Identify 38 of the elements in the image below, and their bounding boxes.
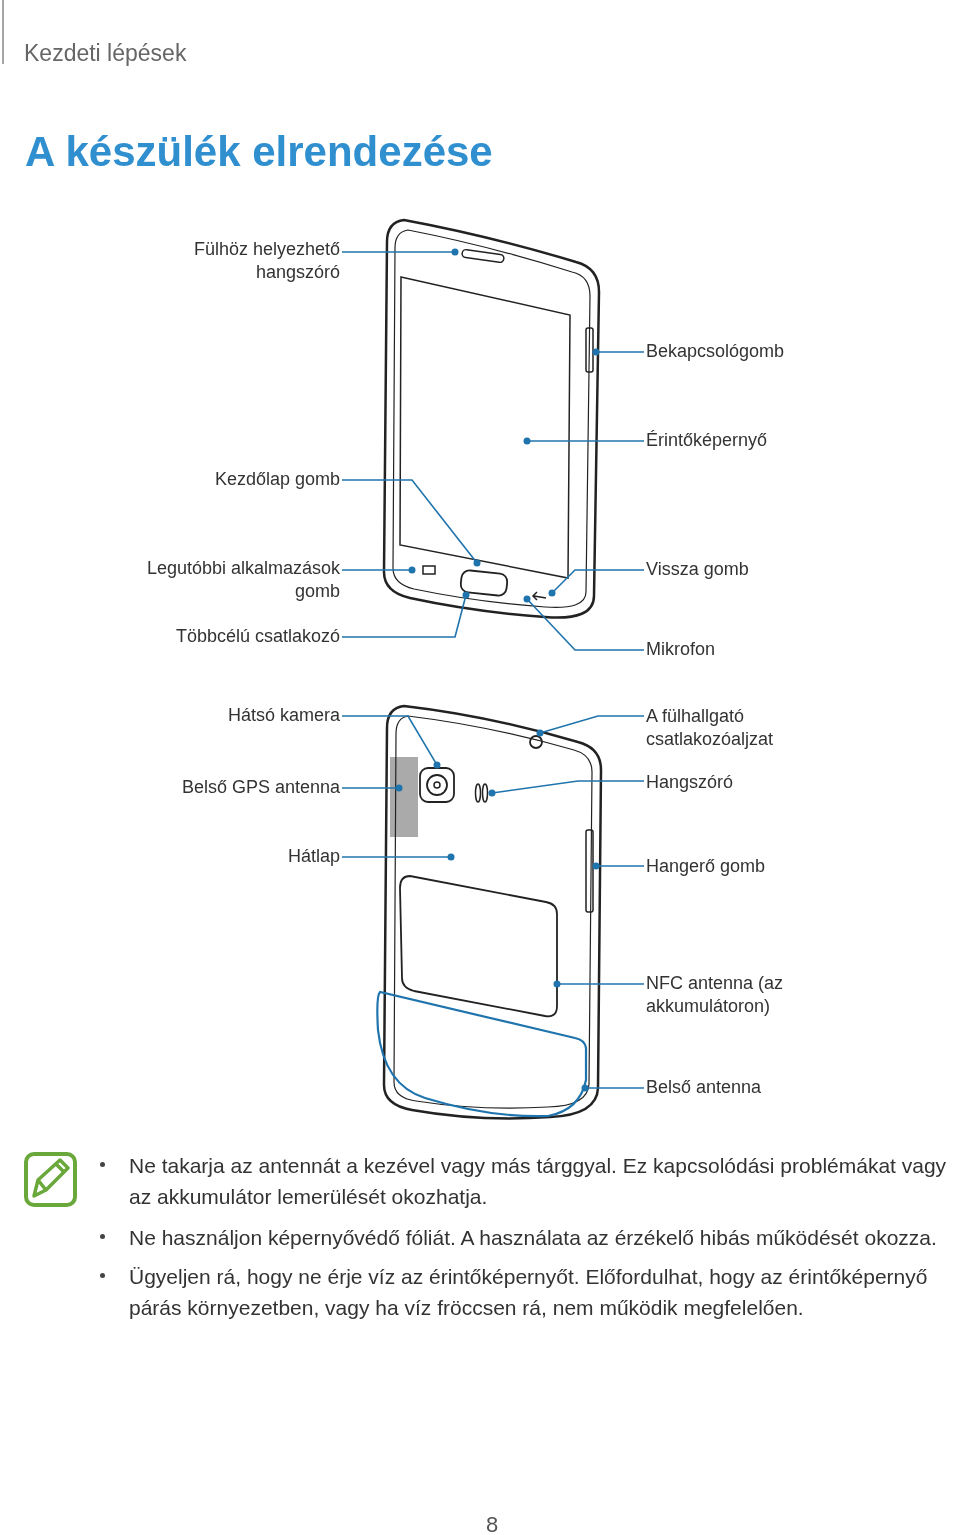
leader-line [592,862,645,870]
callout-label: Érintőképernyő [646,429,846,452]
callout-label: Hátlap [140,845,340,868]
note-text: Ne használjon képernyővédő fóliát. A használata az érzékelő hibás működését okozza. [129,1225,938,1251]
leader-line [553,980,645,988]
callout-label: Legutóbbi alkalmazások gomb [130,557,340,603]
callout-label: Belső GPS antenna [140,776,340,799]
leader-line [341,715,441,769]
callout-label: A fülhallgató csatlakozóaljzat [646,705,796,751]
leader-line [341,479,481,567]
leader-line [341,853,455,861]
leader-line [523,595,645,651]
leader-line [581,1084,645,1092]
leader-line [548,569,645,597]
leader-line [341,591,470,638]
callout-label: Hátsó kamera [140,704,340,727]
note-text: Ügyeljen rá, hogy ne érje víz az érintőképernyőt. Előfordulhat, hogy az érintőképernyő párás környezetben, vagy ha víz fröccsen rá, nem működik megfelelően. [129,1264,929,1321]
callout-label: Fülhöz helyezhető hangszóró [180,238,340,284]
running-header: Kezdeti lépések [24,40,187,67]
page-number: 8 [484,1512,500,1535]
callout-label: Kezdőlap gomb [140,468,340,491]
leader-line [536,715,645,737]
leader-line [488,780,645,797]
leader-line [341,784,403,792]
callout-label: Hangszóró [646,771,846,794]
callout-label: Belső antenna [646,1076,846,1099]
callout-label: Vissza gomb [646,558,846,581]
callout-label: Bekapcsológomb [646,340,846,363]
leader-line [341,566,416,574]
leader-line [592,348,645,356]
callout-label: Hangerő gomb [646,855,846,878]
callout-label: Mikrofon [646,638,846,661]
callout-label: NFC antenna (az akkumulátoron) [646,972,821,1018]
callout-label: Többcélú csatlakozó [120,625,340,648]
note-text: Ne takarja az antennát a kezével vagy más tárggyal. Ez kapcsolódási problémákat vagy az akkumulátor lemerülését okozhatja. [129,1153,948,1210]
leader-line [341,248,459,256]
page-title: A készülék elrendezése [25,128,493,176]
leader-line [523,437,645,445]
